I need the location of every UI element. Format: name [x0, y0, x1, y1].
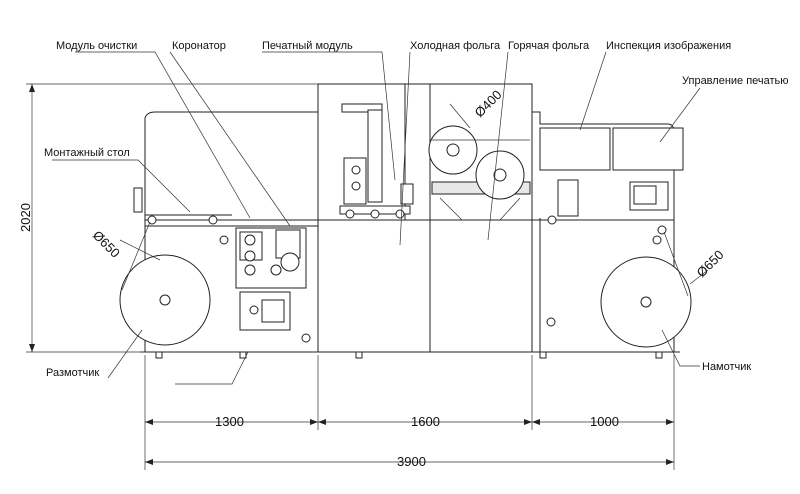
dimension-arrows	[29, 84, 674, 465]
label-print-control: Управление печатью	[682, 75, 789, 87]
print-wheel-1	[345, 209, 355, 219]
control-monitor	[612, 127, 684, 171]
foil-strut-1	[439, 197, 463, 221]
idler-7	[546, 317, 556, 327]
leader-lines	[52, 51, 701, 385]
cleaning-roller-2	[244, 250, 256, 262]
label-mount-table: Монтажный стол	[44, 147, 130, 159]
idler-3	[219, 235, 229, 245]
idler-4	[301, 333, 311, 343]
dim-seg1: 1300	[215, 414, 244, 429]
unwind-web	[121, 221, 151, 291]
label-rewinder: Намотчик	[702, 361, 751, 373]
print-wheel-3	[395, 209, 405, 219]
cleaning-roller-1	[244, 234, 256, 246]
unwinder-core	[159, 294, 171, 306]
dim-roll-left: Ø650	[90, 228, 123, 261]
cold-foil-roll-core	[446, 143, 460, 157]
corona-roller-small	[270, 264, 282, 276]
mount-table-side	[133, 187, 143, 213]
label-corona: Коронатор	[172, 40, 226, 52]
print-arm	[400, 183, 414, 205]
print-roller-1	[351, 165, 361, 175]
foot-2	[239, 351, 247, 359]
label-unwinder: Размотчик	[46, 367, 99, 379]
lower-roller	[249, 305, 259, 315]
label-cleaning-module: Модуль очистки	[56, 40, 137, 52]
dim-roll-right: Ø650	[694, 247, 727, 280]
rewinder-core	[640, 296, 652, 308]
idler-5	[547, 215, 557, 225]
foot-4	[539, 351, 547, 359]
dimension-lines	[26, 83, 709, 470]
dim-seg2: 1600	[411, 414, 440, 429]
control-panel-screen	[633, 185, 657, 205]
rewind-web	[663, 231, 689, 297]
print-head-top	[341, 103, 383, 113]
print-roller-2	[351, 181, 361, 191]
label-print-module: Печатный модуль	[262, 40, 353, 52]
print-wheel-2	[370, 209, 380, 219]
cleaning-roller-3	[244, 264, 256, 276]
foot-3	[355, 351, 363, 359]
hot-foil-roll-core	[493, 168, 507, 182]
dim-seg3: 1000	[590, 414, 619, 429]
inspection-monitor	[539, 127, 611, 171]
print-column	[367, 109, 383, 203]
lower-unit-inner	[261, 299, 285, 323]
idler-2	[208, 215, 218, 225]
label-cold-foil: Холодная фольга	[410, 40, 501, 52]
foil-strut-2	[499, 197, 521, 221]
idler-1	[147, 215, 157, 225]
dim-height: 2020	[18, 203, 33, 232]
foot-1	[155, 351, 163, 359]
dim-total: 3900	[397, 454, 426, 469]
idler-8	[652, 235, 662, 245]
corona-roller	[280, 252, 300, 272]
idler-6	[657, 225, 667, 235]
inspection-camera	[557, 179, 579, 217]
machine-body-outline	[144, 83, 675, 353]
foot-5	[655, 351, 663, 359]
print-unit	[343, 157, 367, 205]
label-hot-foil: Горячая фольга	[508, 40, 590, 52]
label-inspection: Инспекция изображения	[606, 40, 731, 52]
